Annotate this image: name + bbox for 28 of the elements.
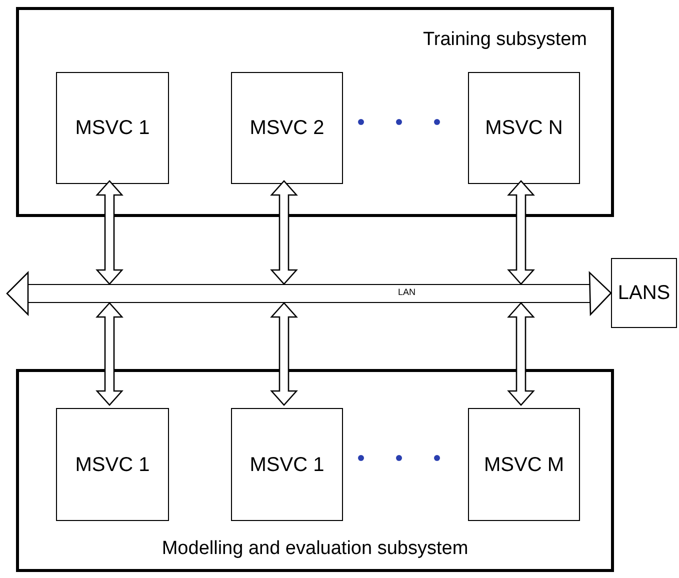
subsystem-box <box>16 369 614 572</box>
double-arrow <box>270 302 298 406</box>
lan-bus <box>28 284 590 303</box>
module-box <box>231 72 343 184</box>
box-label: MSVC 2 <box>250 116 324 141</box>
double-arrow <box>6 270 29 316</box>
double-arrow <box>96 180 124 285</box>
box-label: LANS <box>618 281 670 306</box>
module-box <box>56 72 169 184</box>
box-label: MSVC 1 <box>250 452 324 478</box>
double-arrow <box>507 302 535 406</box>
subsystem-box <box>16 7 614 217</box>
module-box <box>468 408 580 521</box>
box-label: MSVC N <box>485 116 563 141</box>
double-arrow <box>588 270 612 316</box>
module-box <box>468 72 580 184</box>
subsystem-title: Modelling and evaluation subsystem <box>162 536 468 560</box>
double-arrow <box>507 180 535 285</box>
module-box <box>611 258 677 328</box>
double-arrow <box>96 302 124 406</box>
bus-label: LAN <box>398 288 416 297</box>
box-label: MSVC 1 <box>75 452 150 478</box>
subsystem-title: Training subsystem <box>422 28 587 52</box>
box-label: MSVC 1 <box>75 116 150 141</box>
box-label: MSVC M <box>484 452 564 478</box>
module-box <box>231 408 343 521</box>
double-arrow <box>270 180 298 285</box>
module-box <box>56 408 169 521</box>
